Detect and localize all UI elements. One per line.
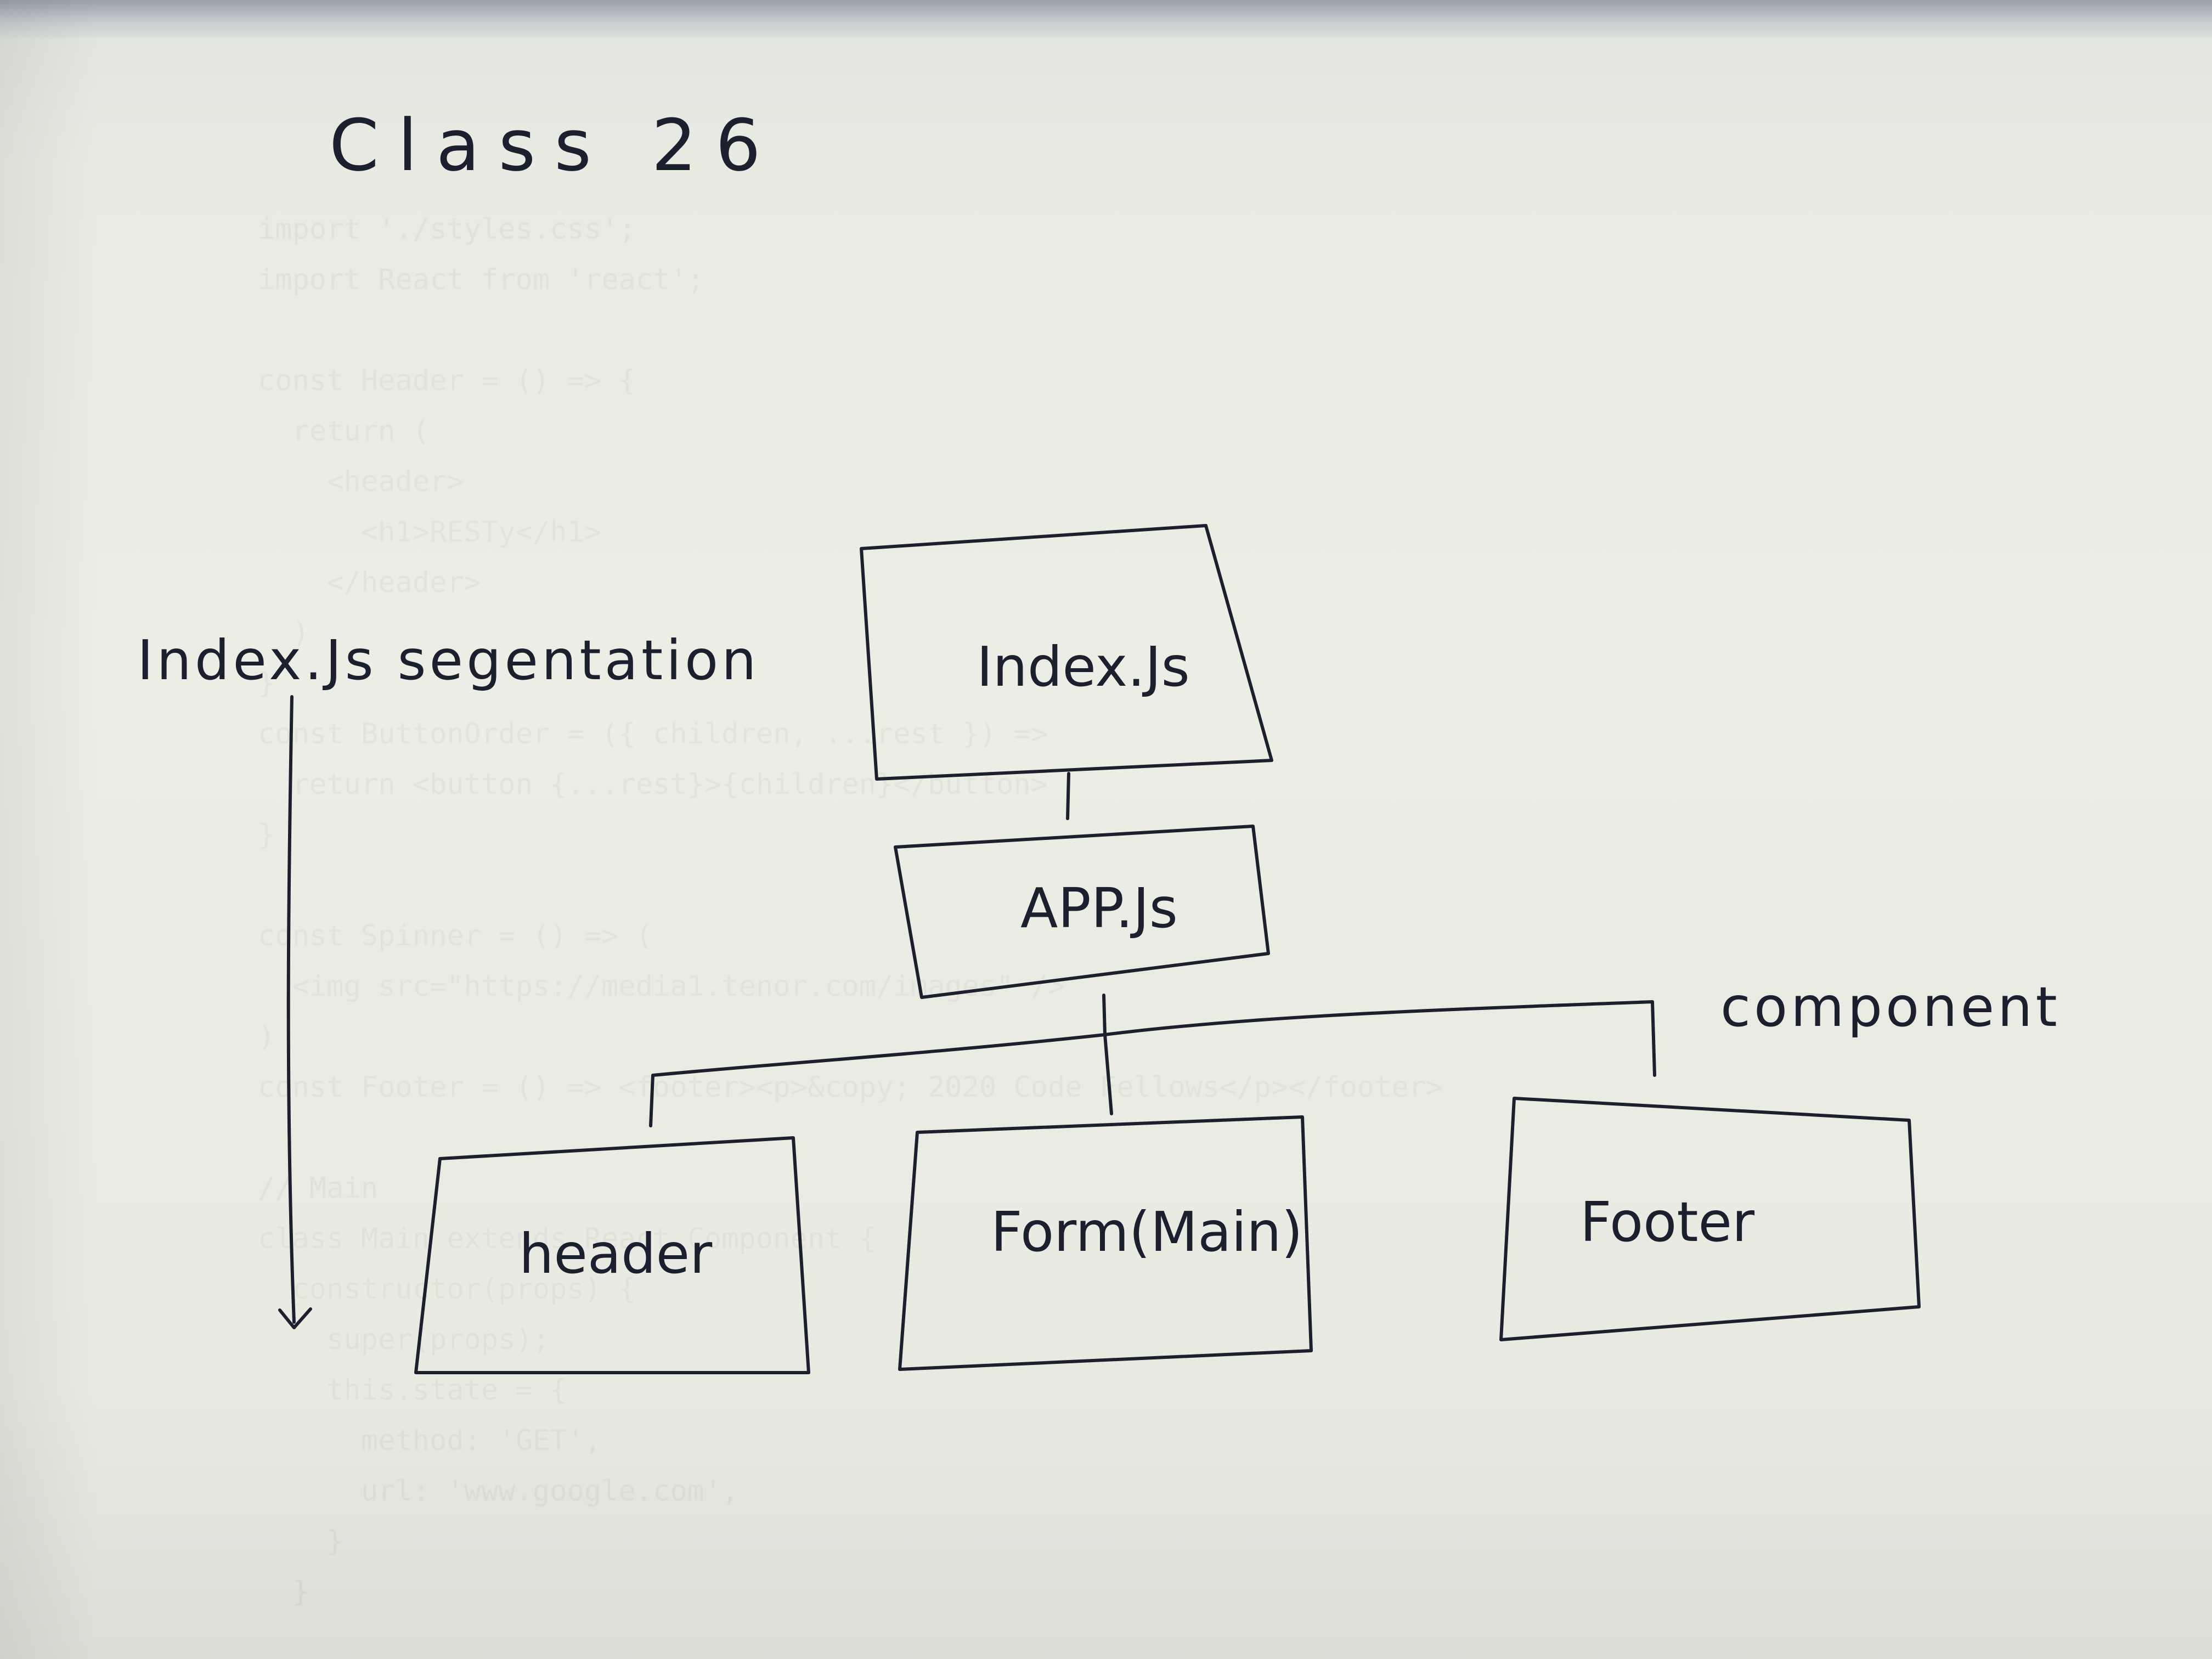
node-index-label: Index.Js bbox=[977, 635, 1190, 699]
node-app: APP.Js bbox=[894, 825, 1270, 999]
screen-edge bbox=[0, 0, 2212, 38]
node-app-label: APP.Js bbox=[1020, 876, 1178, 940]
edge-app-to-header bbox=[649, 1033, 1107, 1127]
edge-index-to-app bbox=[1066, 772, 1070, 820]
background-code-ghost: import './styles.css'; import React from… bbox=[258, 154, 1904, 1659]
component-annotation: component bbox=[1720, 975, 2061, 1039]
node-app-box bbox=[894, 825, 1270, 999]
segmentation-arrow-line bbox=[286, 695, 296, 1324]
edge-app-to-footer bbox=[1103, 1000, 1656, 1077]
side-note: Index.Js segentation bbox=[137, 628, 760, 692]
node-index: Index.Js bbox=[860, 524, 1273, 781]
diagram-title: Class 26 bbox=[329, 104, 780, 187]
node-form: Form(Main) bbox=[898, 1115, 1313, 1371]
node-header-label: header bbox=[519, 1222, 713, 1286]
node-header: header bbox=[414, 1136, 810, 1374]
node-form-label: Form(Main) bbox=[991, 1200, 1303, 1264]
node-footer-box bbox=[1499, 1097, 1921, 1341]
node-form-box bbox=[898, 1115, 1313, 1371]
node-header-box bbox=[414, 1136, 810, 1374]
edge-app-to-form bbox=[1103, 1033, 1113, 1115]
node-index-box bbox=[860, 524, 1273, 781]
segmentation-arrow-head bbox=[278, 1307, 312, 1329]
page-shadow-bottom bbox=[0, 1385, 2212, 1659]
page-shadow bbox=[0, 0, 99, 1659]
edge-app-trunk bbox=[1102, 994, 1107, 1036]
node-footer: Footer bbox=[1499, 1097, 1921, 1341]
node-footer-label: Footer bbox=[1580, 1190, 1755, 1254]
